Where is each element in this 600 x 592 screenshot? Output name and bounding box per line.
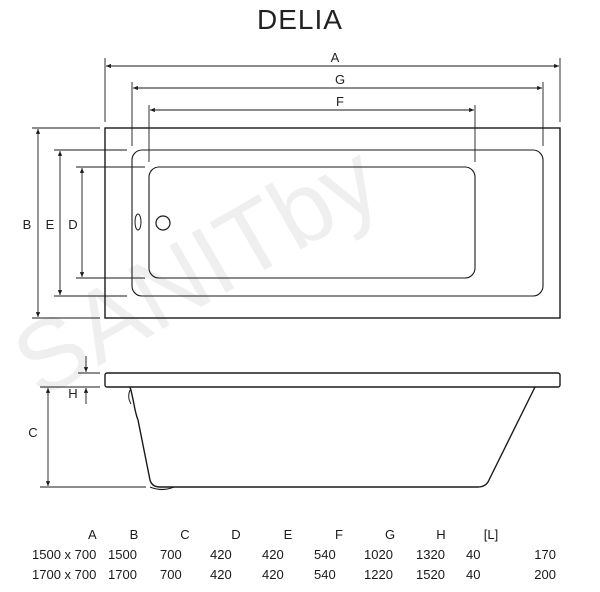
table-cell: 40 xyxy=(466,546,481,562)
diagram-title: DELIA xyxy=(257,4,343,35)
table-cell: 420 xyxy=(262,546,284,562)
table-cell: 1320 xyxy=(416,546,445,562)
table-header-cell: E xyxy=(283,526,293,542)
dimension-c xyxy=(40,386,146,488)
table-header-cell: H xyxy=(436,526,446,542)
dimension-g xyxy=(131,82,544,146)
tub-outer-rim xyxy=(104,127,561,319)
dimension-a xyxy=(104,58,561,122)
label-b: B xyxy=(23,217,32,232)
table-cell: 1520 xyxy=(416,566,445,582)
table-cell: 200 xyxy=(534,566,556,582)
label-g: G xyxy=(335,72,345,87)
top-view xyxy=(104,127,561,319)
table-header-cell xyxy=(516,524,556,544)
table-header-cell: C xyxy=(180,526,190,542)
table-cell: 700 xyxy=(160,546,182,562)
table-cell: 1500 x 700 xyxy=(32,546,97,562)
table-cell: 420 xyxy=(210,546,232,562)
table-header-cell: A xyxy=(88,526,97,542)
table-header-row: A B C D E F G H [L] xyxy=(32,524,556,544)
table-header-cell: [L] xyxy=(483,526,499,542)
dimensions-table: A B C D E F G H [L] 1500 x 700 1500 700 420 420 540 10… xyxy=(32,524,556,584)
table-cell: 540 xyxy=(314,566,336,582)
table-cell: 1700 xyxy=(108,566,137,582)
table-header-cell: B xyxy=(129,526,139,542)
table-row: 1500 x 700 1500 700 420 420 540 1020 1320 40 170 xyxy=(32,544,556,564)
table-cell: 1220 xyxy=(364,566,393,582)
table-cell: 420 xyxy=(210,566,232,582)
tub-inner-rim xyxy=(131,149,544,297)
label-f: F xyxy=(336,94,344,109)
table-cell: 40 xyxy=(466,566,481,582)
overflow-icon xyxy=(134,213,142,231)
table-row: 1700 x 700 1700 700 420 420 540 1220 1520 40 200 xyxy=(32,564,556,584)
table-cell: 540 xyxy=(314,546,336,562)
table-cell: 1020 xyxy=(364,546,393,562)
drain-icon xyxy=(155,215,171,231)
dimension-f xyxy=(148,105,476,162)
table-cell: 170 xyxy=(534,546,556,562)
side-foot xyxy=(149,486,175,491)
dimension-e xyxy=(54,149,127,297)
side-drain xyxy=(128,389,132,405)
dimension-d xyxy=(76,166,145,279)
side-view xyxy=(104,372,561,491)
label-h: H xyxy=(68,386,77,401)
table-cell: 1500 xyxy=(108,546,137,562)
label-a: A xyxy=(331,50,340,65)
tub-basin xyxy=(148,166,476,279)
side-body xyxy=(129,386,536,488)
table-header-cell: D xyxy=(231,526,241,542)
table-cell: 700 xyxy=(160,566,182,582)
table-header-cell: G xyxy=(384,526,396,542)
side-rim xyxy=(104,372,561,388)
table-cell: 1700 x 700 xyxy=(32,566,97,582)
table-cell: 420 xyxy=(262,566,284,582)
label-c: C xyxy=(28,425,37,440)
label-d: D xyxy=(68,217,77,232)
table-header-cell: F xyxy=(335,526,343,542)
label-e: E xyxy=(46,217,55,232)
dimension-b xyxy=(32,127,100,319)
